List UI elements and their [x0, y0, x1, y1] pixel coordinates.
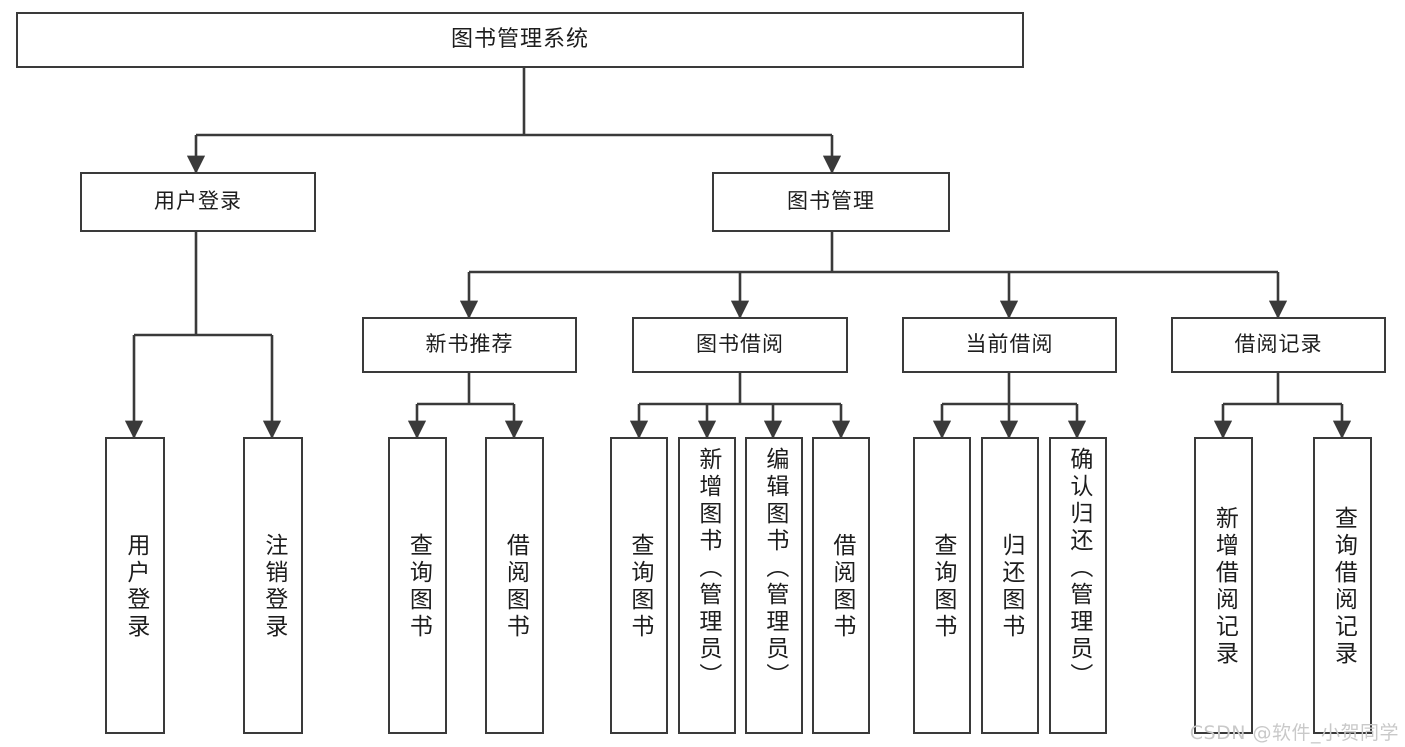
leaf-user-login-inner: 用户登录: [107, 441, 163, 732]
leaf-current-confirm-return[interactable]: 确认归还（管理员）: [1049, 437, 1107, 734]
leaf-current-query-book-label: 查询图书: [929, 532, 956, 641]
node-borrow-record-label: 借阅记录: [1234, 332, 1323, 357]
leaf-current-confirm-return-inner: 确认归还（管理员）: [1051, 441, 1105, 738]
leaf-current-return-book-inner: 归还图书: [983, 441, 1037, 732]
leaf-borrow-query-book[interactable]: 查询图书: [610, 437, 668, 734]
node-user-login[interactable]: 用户登录: [80, 172, 316, 232]
leaf-user-login[interactable]: 用户登录: [105, 437, 165, 734]
node-current-borrow-label: 当前借阅: [965, 332, 1054, 357]
leaf-logout-label: 注销登录: [260, 532, 287, 641]
node-new-book-recommend[interactable]: 新书推荐: [362, 317, 577, 373]
node-user-login-label: 用户登录: [154, 189, 242, 214]
leaf-logout-inner: 注销登录: [245, 441, 301, 732]
leaf-borrow-edit-book[interactable]: 编辑图书（管理员）: [745, 437, 803, 734]
leaf-record-query-record-label: 查询借阅记录: [1330, 505, 1357, 668]
leaf-borrow-query-book-label: 查询图书: [626, 532, 653, 641]
leaf-record-add-record-inner: 新增借阅记录: [1196, 441, 1251, 732]
leaf-borrow-add-book-inner: 新增图书（管理员）: [680, 441, 734, 738]
leaf-borrow-borrow-book[interactable]: 借阅图书: [812, 437, 870, 734]
leaf-current-return-book-label: 归还图书: [997, 532, 1024, 641]
leaf-record-add-record[interactable]: 新增借阅记录: [1194, 437, 1253, 734]
leaf-newbook-query-book[interactable]: 查询图书: [388, 437, 447, 734]
leaf-record-add-record-label: 新增借阅记录: [1211, 505, 1238, 668]
leaf-newbook-borrow-book[interactable]: 借阅图书: [485, 437, 544, 734]
node-borrow-record[interactable]: 借阅记录: [1171, 317, 1386, 373]
leaf-record-query-record-inner: 查询借阅记录: [1315, 441, 1370, 732]
leaf-borrow-query-book-inner: 查询图书: [612, 441, 666, 732]
leaf-newbook-query-book-label: 查询图书: [405, 532, 432, 641]
csdn-watermark: CSDN @软件_小贺同学: [1189, 722, 1399, 744]
leaf-record-query-record[interactable]: 查询借阅记录: [1313, 437, 1372, 734]
node-new-book-recommend-label: 新书推荐: [425, 332, 514, 357]
leaf-newbook-borrow-book-inner: 借阅图书: [487, 441, 542, 732]
leaf-current-query-book[interactable]: 查询图书: [913, 437, 971, 734]
leaf-current-confirm-return-label: 确认归还（管理员）: [1065, 447, 1092, 690]
node-book-borrow[interactable]: 图书借阅: [632, 317, 848, 373]
leaf-borrow-borrow-book-inner: 借阅图书: [814, 441, 868, 732]
leaf-newbook-query-book-inner: 查询图书: [390, 441, 445, 732]
leaf-current-return-book[interactable]: 归还图书: [981, 437, 1039, 734]
leaf-logout[interactable]: 注销登录: [243, 437, 303, 734]
leaf-borrow-edit-book-inner: 编辑图书（管理员）: [747, 441, 801, 738]
node-current-borrow[interactable]: 当前借阅: [902, 317, 1117, 373]
node-book-management-label: 图书管理: [787, 189, 875, 214]
leaf-borrow-edit-book-label: 编辑图书（管理员）: [761, 447, 788, 690]
leaf-borrow-add-book[interactable]: 新增图书（管理员）: [678, 437, 736, 734]
node-root-system[interactable]: 图书管理系统: [16, 12, 1024, 68]
leaf-borrow-add-book-label: 新增图书（管理员）: [694, 447, 721, 690]
leaf-user-login-label: 用户登录: [122, 532, 149, 641]
node-book-borrow-label: 图书借阅: [696, 332, 784, 357]
leaf-borrow-borrow-book-label: 借阅图书: [828, 532, 855, 641]
node-root-system-label: 图书管理系统: [450, 26, 589, 52]
node-book-management[interactable]: 图书管理: [712, 172, 950, 232]
leaf-newbook-borrow-book-label: 借阅图书: [502, 532, 529, 641]
leaf-current-query-book-inner: 查询图书: [915, 441, 969, 732]
